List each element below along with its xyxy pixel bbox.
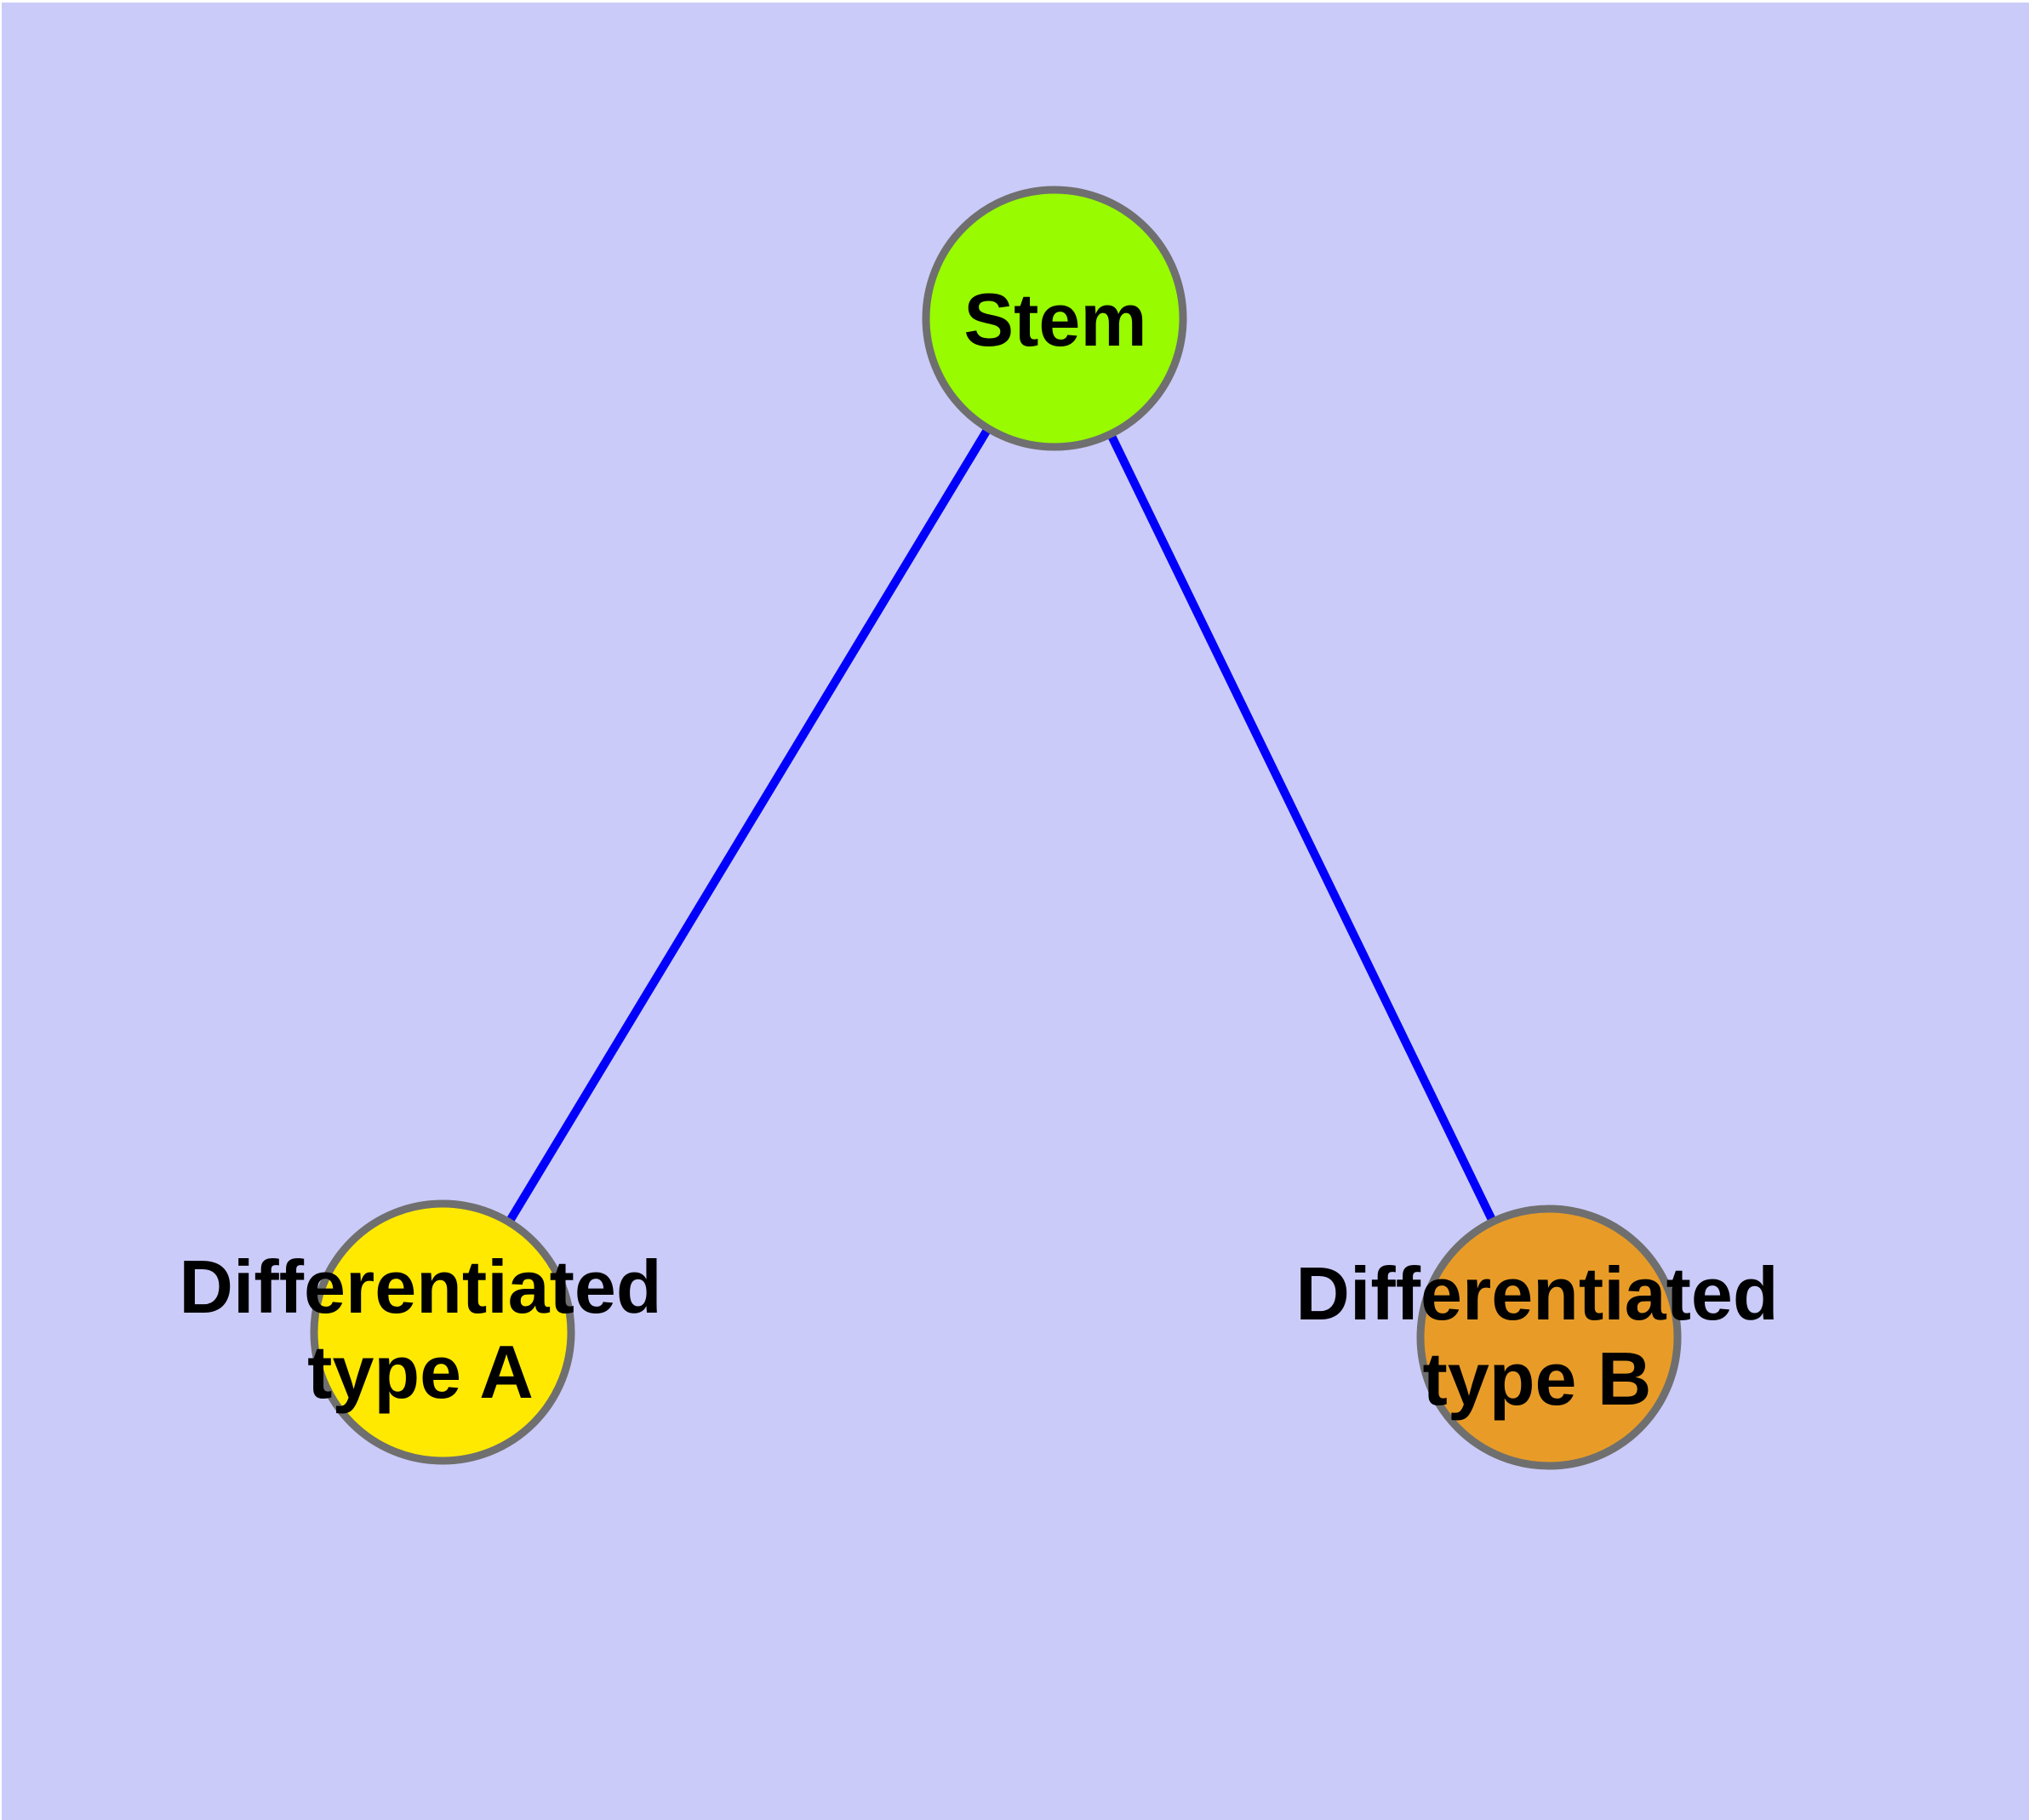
edge-stem-to-typeA [438,316,1059,1335]
node-typeA-circle [310,1199,575,1465]
node-typeB-circle [1416,1205,1682,1470]
node-typeA-label: Differentiated type A [179,1245,662,1414]
node-stem-circle [922,186,1187,451]
edge-stem-to-typeB [1050,316,1553,1340]
node-stem-label: Stem [963,278,1147,362]
node-typeB-label: Differentiated type B [1295,1251,1779,1421]
